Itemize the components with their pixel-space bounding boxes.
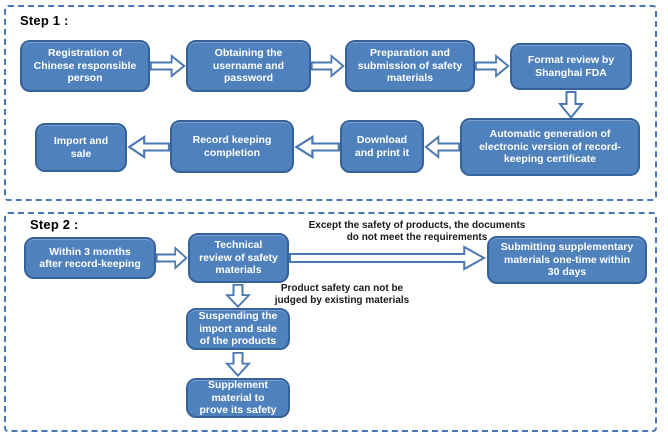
annotation-product-safety: Product safety can not be judged by exis… bbox=[274, 283, 410, 306]
box-record-keeping: Record keeping completion bbox=[170, 120, 294, 173]
box-auto-generation: Automatic generation of electronic versi… bbox=[460, 118, 640, 176]
box-supplement: Supplement material to prove its safety bbox=[186, 378, 290, 418]
step2-panel bbox=[4, 212, 657, 432]
block-arrow-right-icon bbox=[475, 54, 510, 78]
block-arrow-left-icon bbox=[127, 135, 170, 159]
step2-label: Step 2 : bbox=[30, 217, 79, 232]
step1-panel bbox=[4, 5, 657, 201]
block-arrow-down-icon bbox=[225, 284, 251, 308]
box-submitting-supplementary: Submitting supplementary materials one-t… bbox=[487, 236, 647, 284]
annotation-documents: Except the safety of products, the docum… bbox=[308, 220, 526, 243]
box-technical-review: Technical review of safety materials bbox=[188, 233, 289, 283]
box-import-sale: Import and sale bbox=[35, 123, 127, 172]
box-registration: Registration of Chinese responsible pers… bbox=[20, 40, 150, 92]
box-obtaining-username: Obtaining the username and password bbox=[186, 40, 311, 92]
block-arrow-right-icon bbox=[150, 54, 186, 78]
box-within-3-months: Within 3 months after record-keeping bbox=[24, 237, 156, 279]
block-arrow-left-icon bbox=[424, 135, 460, 159]
box-format-review: Format review by Shanghai FDA bbox=[510, 43, 632, 90]
block-arrow-left-icon bbox=[294, 135, 340, 159]
step1-label: Step 1 : bbox=[20, 13, 69, 28]
long-block-arrow-right-icon bbox=[289, 245, 487, 271]
box-download-print: Download and print it bbox=[340, 120, 424, 173]
block-arrow-right-icon bbox=[311, 54, 345, 78]
block-arrow-down-icon bbox=[558, 91, 584, 119]
box-suspending: Suspending the import and sale of the pr… bbox=[186, 308, 290, 350]
box-preparation-submission: Preparation and submission of safety mat… bbox=[345, 40, 475, 92]
block-arrow-right-icon bbox=[156, 246, 188, 270]
block-arrow-down-icon bbox=[225, 352, 251, 377]
